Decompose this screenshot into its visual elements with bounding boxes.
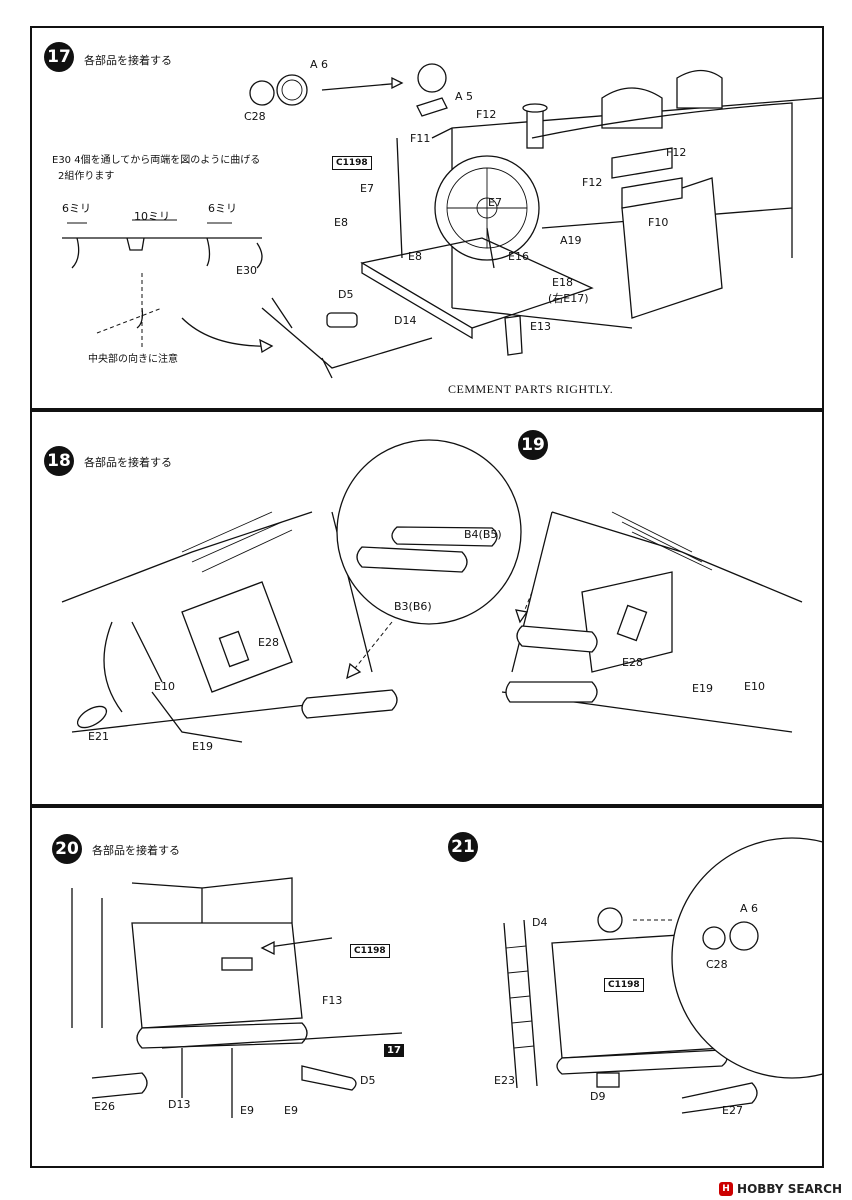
label-d14: D14 (394, 314, 417, 327)
step-number-20: 20 (52, 834, 82, 864)
label-e10-left: E10 (154, 680, 175, 693)
hobby-search-logo-icon: H (719, 1182, 734, 1196)
step-17-caption: CEMMENT PARTS RIGHTLY. (448, 382, 614, 396)
label-e7-center: E7 (488, 196, 502, 209)
label-10mm: 10ミリ (134, 210, 170, 223)
label-f12-mid: F12 (582, 176, 603, 189)
label-e21: E21 (88, 730, 109, 743)
label-e8-left: E8 (334, 216, 348, 229)
label-d5-20: D5 (360, 1074, 376, 1087)
number-plate-c1198-20: C1198 (350, 944, 390, 958)
step-number-18: 18 (44, 446, 74, 476)
label-e8-bottom: E8 (408, 250, 422, 263)
watermark: H HOBBY SEARCH (719, 1182, 842, 1196)
label-a19: A19 (560, 234, 582, 247)
label-e26: E26 (94, 1100, 115, 1113)
label-c28-21: C28 (706, 958, 728, 971)
label-6mm-left: 6ミリ (62, 202, 91, 215)
watermark-text: HOBBY SEARCH (737, 1182, 842, 1196)
label-e13: E13 (530, 320, 551, 333)
step-20-title: 各部品を接着する (92, 844, 180, 857)
number-plate-c1198: C1198 (332, 156, 372, 170)
step-number-19: 19 (518, 430, 548, 460)
label-d4: D4 (532, 916, 548, 929)
reference-step-17: 17 (384, 1044, 404, 1057)
e30-instruction-sub: 2組作ります (58, 171, 115, 182)
label-e28-left: E28 (258, 636, 279, 649)
label-6mm-right: 6ミリ (208, 202, 237, 215)
step-number-21: 21 (448, 832, 478, 862)
label-f12-top: F12 (476, 108, 497, 121)
label-f12-right: F12 (666, 146, 687, 159)
e30-instruction: E30 4個を通してから両端を図のように曲げる (52, 155, 261, 166)
label-e9-left: E9 (240, 1104, 254, 1117)
label-a5: A 5 (455, 90, 474, 103)
step-number-17: 17 (44, 42, 74, 72)
label-e16: E16 (508, 250, 529, 263)
label-e28-right: E28 (622, 656, 643, 669)
step-17-drawing (62, 63, 822, 379)
label-d5: D5 (338, 288, 354, 301)
label-f10: F10 (648, 216, 669, 229)
label-e23: E23 (494, 1074, 515, 1087)
label-a6-21: A 6 (740, 902, 759, 915)
label-f13: F13 (322, 994, 343, 1007)
label-e27: E27 (722, 1104, 743, 1117)
label-d9: D9 (590, 1090, 606, 1103)
label-e30: E30 (236, 264, 257, 277)
step-18-title: 各部品を接着する (84, 456, 172, 469)
label-c28: C28 (244, 110, 266, 123)
step-17-title: 各部品を接着する (84, 54, 172, 67)
step-20-21-panel: 20 各部品を接着する 21 C1198 C1198 17 F13 D5 E26… (30, 806, 824, 1168)
step-17-panel: 17 各部品を接着する E30 4個を通してから両端を図のように曲げる 2組作り… (30, 26, 824, 410)
label-a6: A 6 (310, 58, 329, 71)
label-f11: F11 (410, 132, 431, 145)
label-b3-b6: B3(B6) (394, 600, 432, 613)
label-e10-right: E10 (744, 680, 765, 693)
label-e18: E18 (552, 276, 573, 289)
label-b4-b5: B4(B5) (464, 528, 502, 541)
step-18-19-drawing (61, 439, 803, 743)
label-e18-sub: (右E17) (548, 292, 589, 305)
step-18-19-panel: 18 各部品を接着する 19 B4(B5) B3(B6) E28 E10 E21… (30, 410, 824, 806)
center-orientation-note: 中央部の向きに注意 (88, 354, 178, 365)
label-d13: D13 (168, 1098, 191, 1111)
label-e7-left: E7 (360, 182, 374, 195)
label-e19-left: E19 (192, 740, 213, 753)
label-e9-right: E9 (284, 1104, 298, 1117)
label-e19-right: E19 (692, 682, 713, 695)
number-plate-c1198-21: C1198 (604, 978, 644, 992)
step-20-21-drawing (71, 837, 822, 1118)
